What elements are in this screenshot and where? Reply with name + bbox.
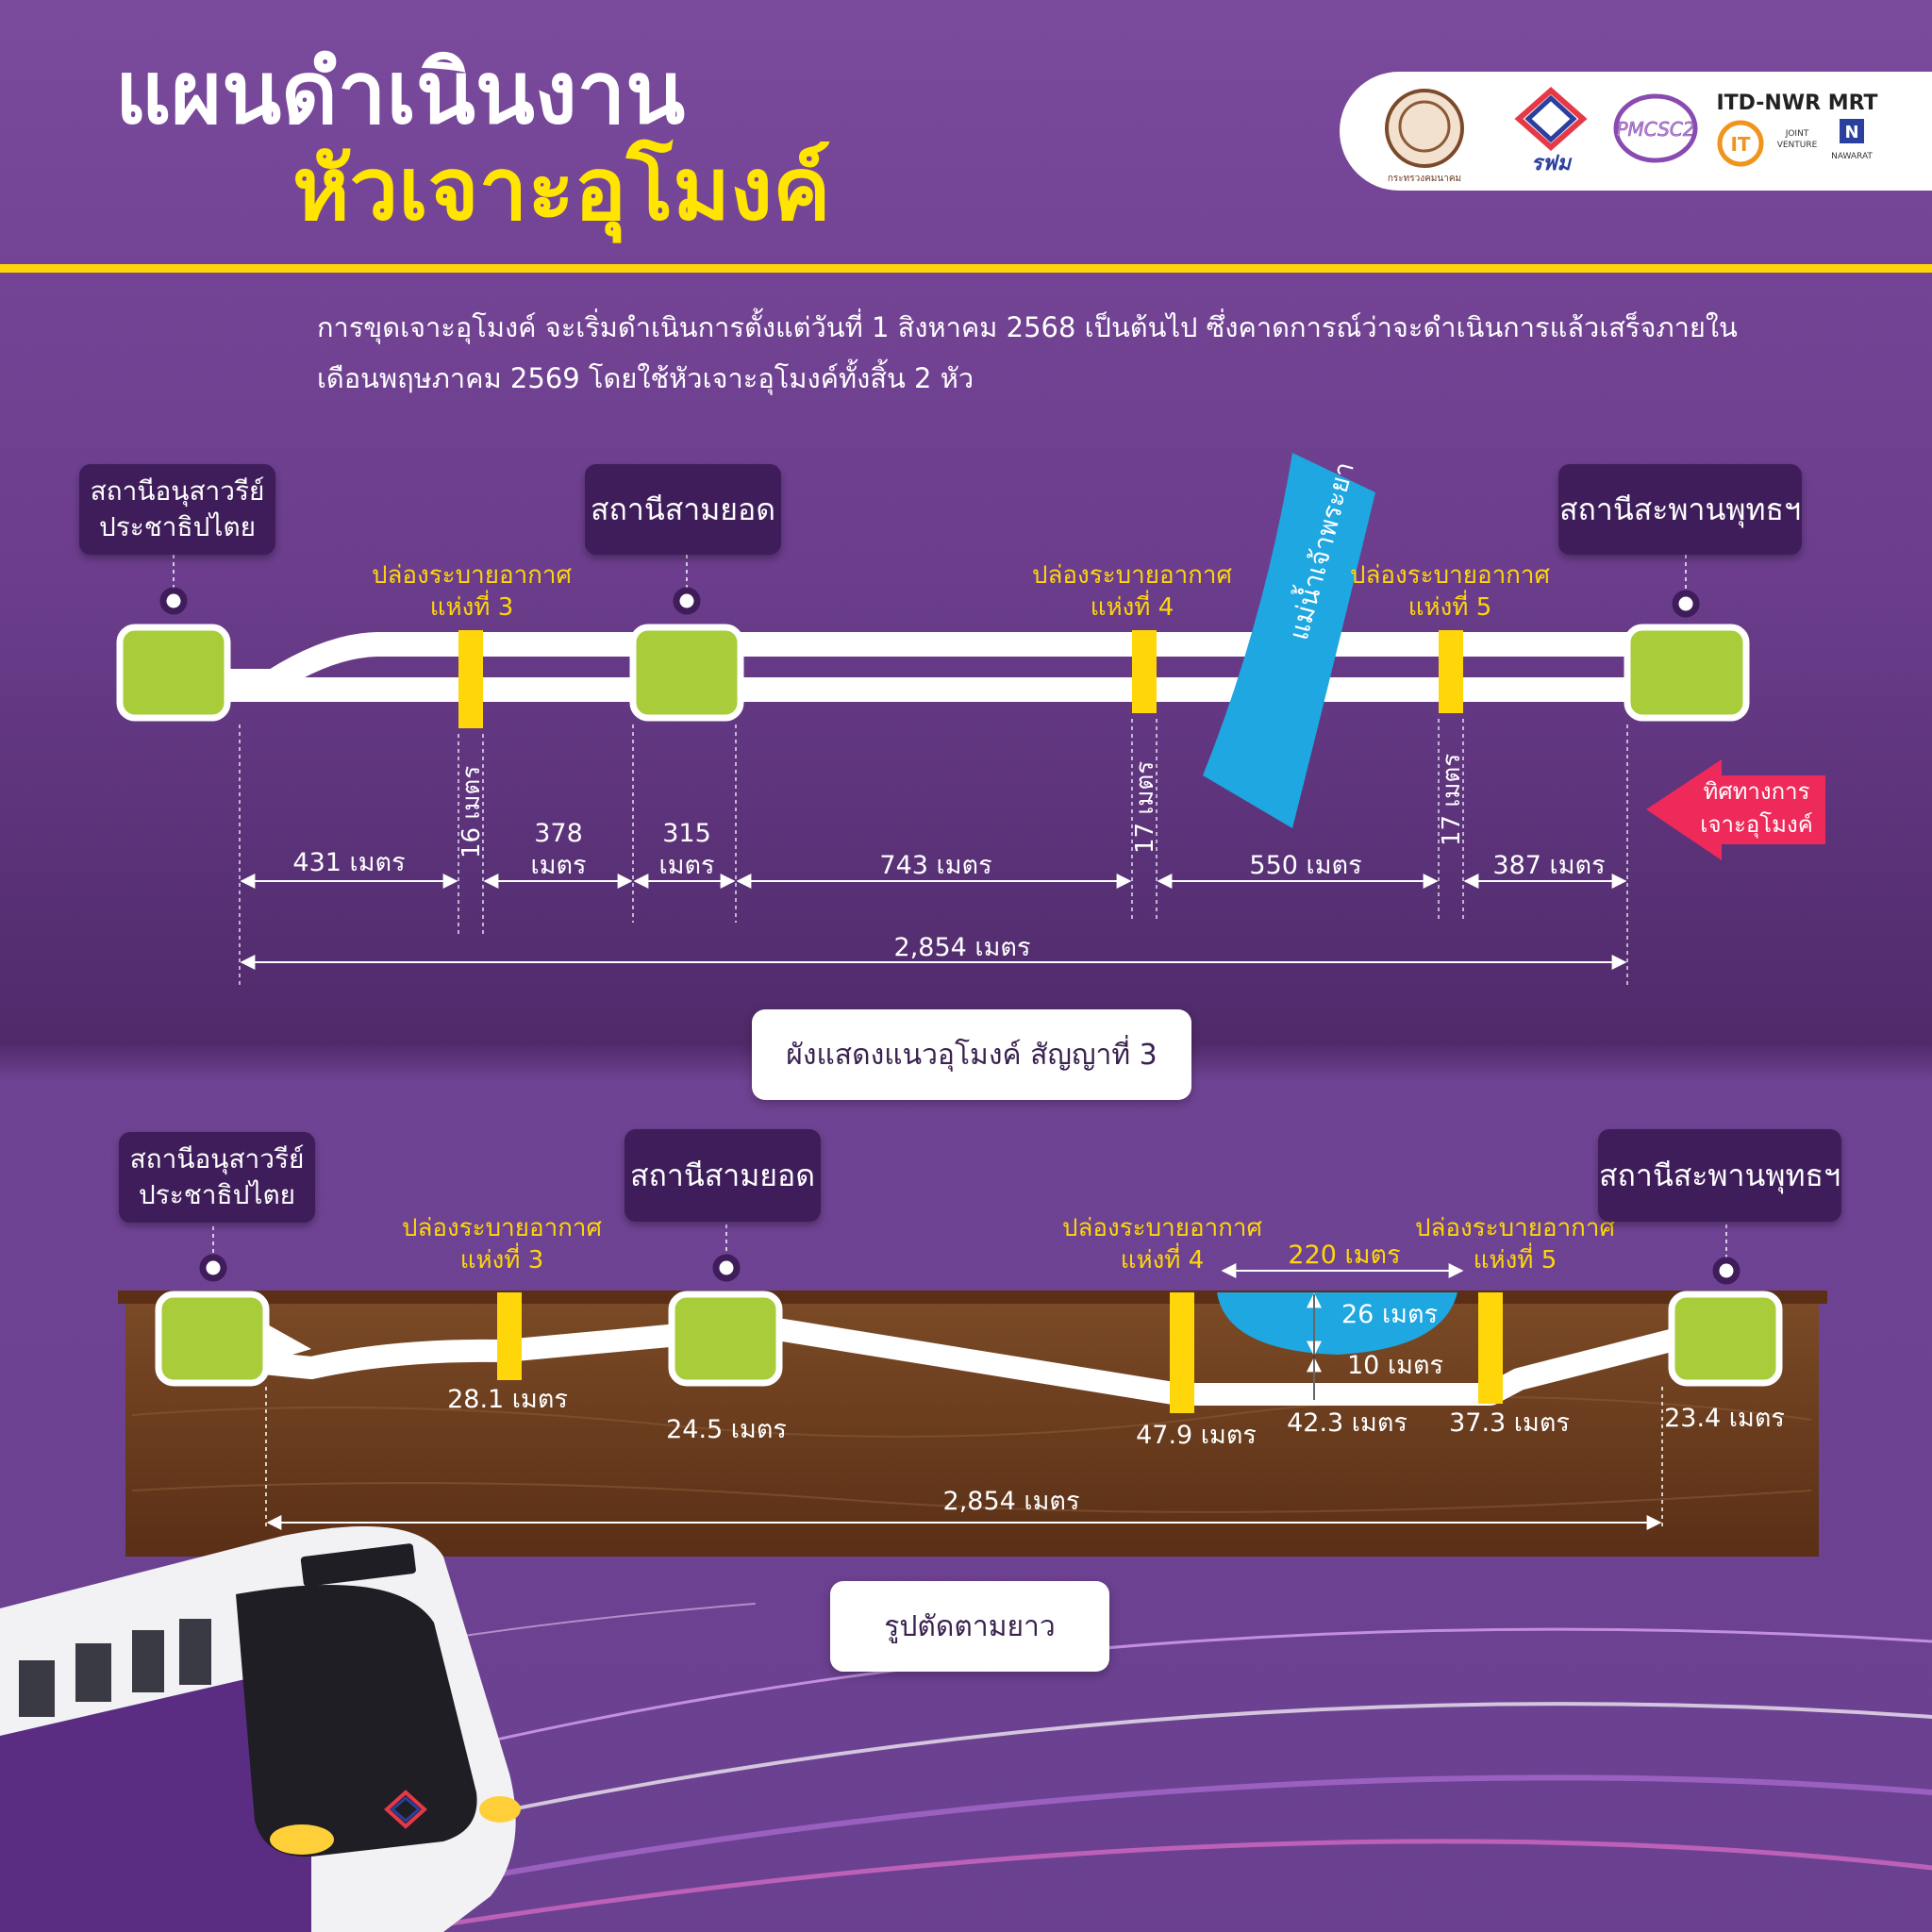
venture-text: VENTURE	[1777, 141, 1818, 150]
plan-tunnel-upper	[226, 632, 1627, 693]
plan-station-block-1	[116, 624, 231, 722]
depth-shaft5: 37.3 เมตร	[1449, 1408, 1570, 1438]
plan-shaft3-width: 16 เมตร	[458, 766, 486, 858]
profile-shaft5-label-2: แห่งที่ 5	[1474, 1242, 1557, 1274]
plan-station-marker-3	[1672, 590, 1700, 618]
profile-river	[1217, 1292, 1457, 1355]
profile-shaft3-label-1: ปล่องระบายอากาศ	[402, 1214, 603, 1242]
pmcsc2-logo-text: PMCSC2	[1616, 118, 1694, 141]
segment-2-label-1: 378	[534, 819, 583, 848]
profile-station-label-2: สถานีสามยอด	[625, 1129, 821, 1222]
river-width-label: 220 เมตร	[1288, 1241, 1400, 1270]
segment-2-label-2: เมตร	[530, 851, 586, 880]
depth-samyot: 24.5 เมตร	[666, 1415, 787, 1444]
mrta-logo-text: รฟม	[1531, 152, 1572, 175]
plan-shaft3-label-2: แห่งที่ 3	[430, 590, 514, 622]
header-divider	[0, 264, 1932, 273]
profile-shaft-5	[1478, 1292, 1503, 1404]
itd-nwr-logo-icon: ITD-NWR MRT IT JOINT VENTURE N NAWARAT	[1716, 92, 1878, 167]
plan-station-marker-1	[159, 587, 188, 615]
plan-caption: ผังแสดงแนวอุโมงค์ สัญญาที่ 3	[752, 1009, 1191, 1100]
pmcsc2-logo-icon: PMCSC2	[1613, 93, 1698, 163]
profile-tunnel	[262, 1319, 1677, 1406]
depth-river-tunnel: 42.3 เมตร	[1287, 1408, 1407, 1438]
plan-shaft-4	[1132, 630, 1157, 713]
segment-6-label: 387 เมตร	[1492, 851, 1605, 880]
svg-text:N: N	[1844, 123, 1858, 142]
segment-4-label: 743 เมตร	[879, 851, 991, 880]
plan-station-label-3: สถานีสะพานพุทธฯ	[1558, 464, 1802, 555]
direction-label-1: ทิศทางการ	[1704, 778, 1810, 805]
mrta-logo-icon: รฟม	[1514, 86, 1588, 175]
depth-saphan-phut: 23.4 เมตร	[1664, 1404, 1785, 1433]
nawarat-text: NAWARAT	[1831, 152, 1873, 161]
train-illustration	[0, 1525, 521, 1932]
profile-shaft3-label-2: แห่งที่ 3	[460, 1242, 544, 1274]
depth-shaft4: 47.9 เมตร	[1136, 1421, 1257, 1450]
plan-shaft4-width: 17 เมตร	[1131, 761, 1159, 854]
profile-shaft5-label-1: ปล่องระบายอากาศ	[1415, 1214, 1616, 1242]
profile-station-block-2	[668, 1291, 783, 1387]
profile-shaft4-label-2: แห่งที่ 4	[1121, 1242, 1205, 1274]
joint-text: JOINT	[1785, 129, 1809, 139]
segment-5-label: 550 เมตร	[1249, 851, 1361, 880]
plan-station-label-2: สถานีสามยอด	[585, 464, 781, 555]
profile-station-block-3	[1668, 1291, 1783, 1387]
plan-shaft5-width: 17 เมตร	[1438, 754, 1466, 846]
plan-shaft-5	[1439, 630, 1463, 713]
intro-text: การขุดเจาะอุโมงค์ จะเริ่มดำเนินการตั้งแต…	[317, 311, 1738, 394]
plan-station-block-2	[629, 624, 744, 722]
plan-station-1-line1: สถานีอนุสาวรีย์	[90, 475, 265, 507]
plan-shaft-3	[458, 630, 483, 728]
profile-total-label: 2,854 เมตร	[943, 1487, 1080, 1516]
plan-station-block-3	[1624, 624, 1750, 722]
profile-station-1-line1: สถานีอนุสาวรีย์	[129, 1143, 305, 1174]
profile-shaft4-label-1: ปล่องระบายอากาศ	[1062, 1214, 1263, 1242]
segment-1-label: 431 เมตร	[292, 848, 405, 877]
plan-shaft5-label-1: ปล่องระบายอากาศ	[1350, 561, 1551, 590]
depth-shaft3: 28.1 เมตร	[447, 1385, 568, 1414]
plan-shaft5-label-2: แห่งที่ 5	[1408, 590, 1492, 622]
profile-station-label-3: สถานีสะพานพุทธฯ	[1598, 1129, 1841, 1222]
svg-text:IT: IT	[1730, 133, 1750, 156]
profile-station-1-line2: ประชาธิปไตย	[138, 1179, 296, 1210]
river-shape	[1203, 453, 1375, 828]
drilling-direction-arrow	[1646, 759, 1825, 860]
profile-shaft-4	[1170, 1292, 1194, 1413]
ministry-caption: กระทรวงคมนาคม	[1388, 174, 1461, 184]
plan-shaft3-label-1: ปล่องระบายอากาศ	[372, 561, 573, 590]
profile-station-block-1	[155, 1291, 270, 1387]
profile-surface	[118, 1291, 1827, 1304]
profile-station-label-1: สถานีอนุสาวรีย์ประชาธิปไตย	[119, 1132, 315, 1223]
page-title-line1: แผนดำเนินงาน	[115, 42, 686, 143]
plan-station-marker-2	[673, 587, 701, 615]
clearance-label: 10 เมตร	[1347, 1351, 1443, 1380]
plan-station-label-1: สถานีอนุสาวรีย์ประชาธิปไตย	[79, 464, 275, 555]
plan-total-label: 2,854 เมตร	[894, 933, 1031, 962]
page-title-line2: หัวเจาะอุโมงค์	[292, 139, 831, 240]
ministry-seal-icon: กระทรวงคมนาคม	[1385, 89, 1464, 184]
profile-shaft-3	[497, 1292, 522, 1380]
segment-3-label-1: 315	[662, 819, 711, 848]
segment-3-label-2: เมตร	[658, 851, 714, 880]
river-depth-label: 26 เมตร	[1341, 1300, 1438, 1329]
logo-bar: กระทรวงคมนาคม รฟม PMCSC2 ITD-NWR MRT IT …	[1340, 72, 1932, 191]
plan-shaft4-label-1: ปล่องระบายอากาศ	[1032, 561, 1233, 590]
direction-label-2: เจาะอุโมงค์	[1700, 811, 1813, 839]
itd-nwr-title: ITD-NWR MRT	[1716, 92, 1877, 115]
profile-caption: รูปตัดตามยาว	[830, 1581, 1109, 1672]
plan-station-1-line2: ประชาธิปไตย	[98, 511, 257, 542]
plan-shaft4-label-2: แห่งที่ 4	[1091, 590, 1174, 622]
